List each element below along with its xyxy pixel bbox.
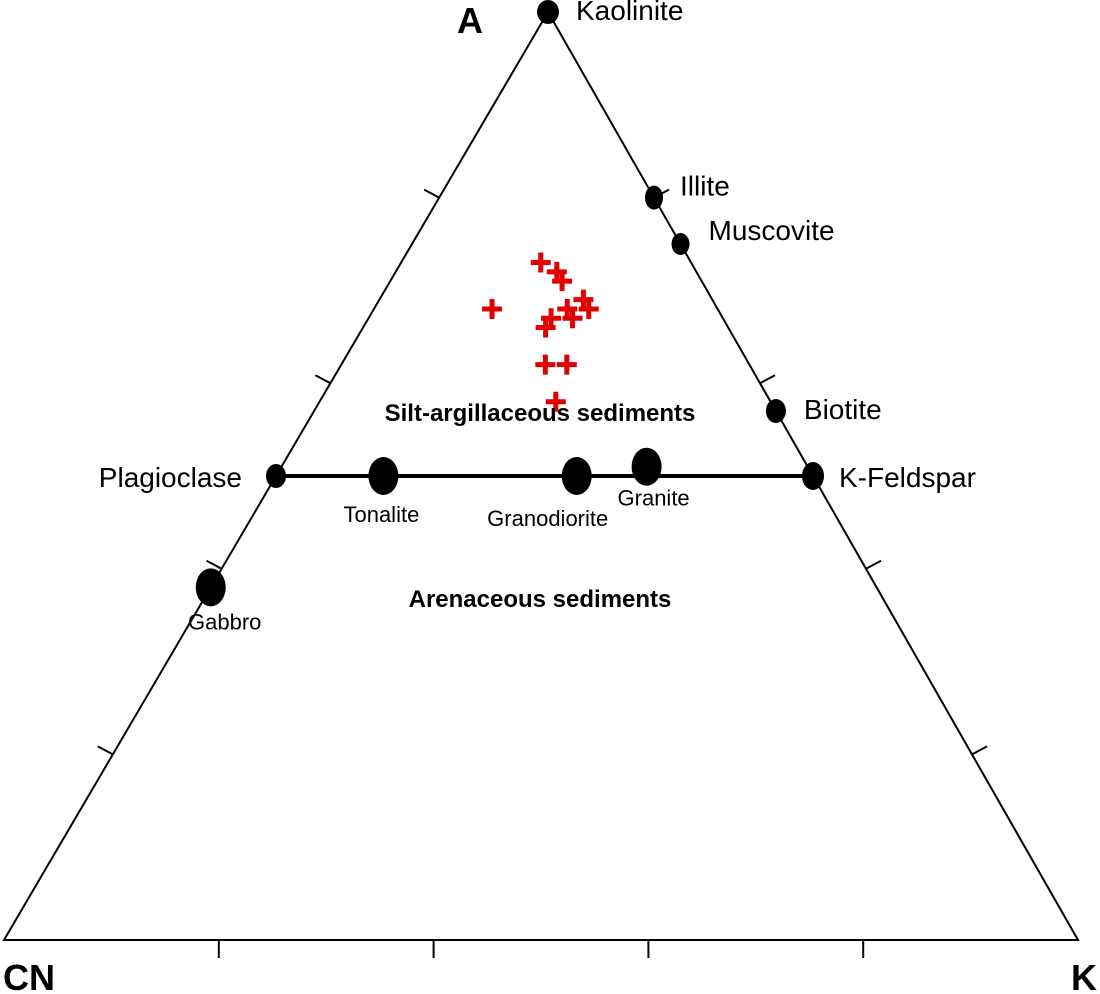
sample-point-8 bbox=[562, 308, 583, 329]
rock-point-tonalite bbox=[368, 457, 399, 495]
mineral-point-illite bbox=[645, 185, 663, 210]
mineral-point-muscovite bbox=[671, 233, 690, 255]
rock-label-gabbro: Gabbro bbox=[188, 609, 261, 634]
sample-point-11 bbox=[535, 354, 556, 375]
tick-left-4 bbox=[423, 188, 440, 199]
tick-right-1 bbox=[971, 745, 988, 756]
sample-point-10 bbox=[535, 317, 556, 338]
tick-left-3 bbox=[314, 374, 331, 385]
tick-right-2 bbox=[865, 559, 882, 570]
mineral-label-plagioclase: Plagioclase bbox=[99, 462, 242, 493]
mineral-label-muscovite: Muscovite bbox=[709, 215, 835, 246]
vertex-label-k: K bbox=[1071, 957, 1097, 994]
mineral-label-k-feldspar: K-Feldspar bbox=[839, 462, 976, 493]
vertex-label-cn: CN bbox=[3, 957, 55, 994]
marker-layer bbox=[195, 0, 824, 607]
mineral-point-plagioclase bbox=[266, 464, 286, 488]
rock-label-tonalite: Tonalite bbox=[343, 502, 419, 527]
mineral-point-k-feldspar bbox=[802, 462, 824, 490]
mineral-label-illite: Illite bbox=[680, 171, 730, 202]
sample-point-12 bbox=[556, 354, 577, 375]
mineral-point-biotite bbox=[765, 399, 786, 424]
sample-point-3 bbox=[552, 271, 573, 292]
tick-right-3 bbox=[759, 374, 776, 385]
rock-point-granodiorite bbox=[561, 457, 592, 495]
mineral-point-kaolinite bbox=[537, 0, 559, 24]
tick-marks bbox=[97, 188, 988, 958]
tick-left-1 bbox=[97, 745, 114, 756]
sample-point-6 bbox=[482, 298, 503, 319]
tick-left-2 bbox=[206, 559, 223, 570]
rock-label-granodiorite: Granodiorite bbox=[487, 506, 608, 531]
sample-point-5 bbox=[578, 298, 599, 319]
rock-label-granite: Granite bbox=[618, 486, 690, 511]
sample-point-1 bbox=[530, 252, 551, 273]
mineral-label-biotite: Biotite bbox=[804, 394, 882, 425]
rock-point-gabbro bbox=[195, 568, 226, 607]
field-label-silt-argillaceous: Silt-argillaceous sediments bbox=[385, 400, 696, 427]
vertex-label-a: A bbox=[457, 0, 483, 41]
field-label-arenaceous: Arenaceous sediments bbox=[409, 586, 672, 613]
mineral-label-kaolinite: Kaolinite bbox=[576, 0, 683, 26]
label-layer: KaoliniteIlliteMuscoviteBiotiteK-Feldspa… bbox=[99, 0, 976, 634]
rock-point-granite bbox=[631, 447, 662, 486]
sample-point-13 bbox=[545, 391, 566, 412]
